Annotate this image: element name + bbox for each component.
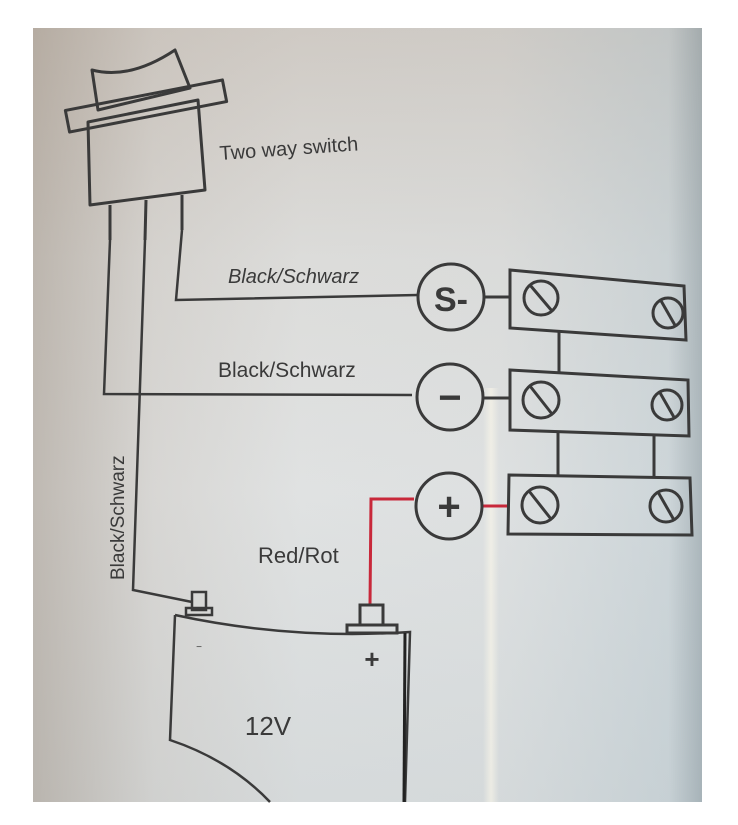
terminal-plus-symbol: + xyxy=(437,485,460,529)
s-wire-line xyxy=(174,229,419,302)
neg-wire-label: Black/Schwarz xyxy=(218,359,356,382)
neg-wire-line xyxy=(102,239,413,397)
switch-rocker xyxy=(90,48,192,112)
switch-body xyxy=(86,98,207,207)
battery-neg-post-base xyxy=(184,606,214,617)
screw-icon xyxy=(520,485,560,525)
battery-neg-wire-line xyxy=(131,239,193,604)
pos-wire-line xyxy=(368,497,414,606)
switch-leg-2 xyxy=(143,199,148,241)
switch-label: Two way switch xyxy=(219,133,359,165)
screw-icon xyxy=(521,380,561,420)
screw-icon xyxy=(522,279,560,317)
pos-wire-label: Red/Rot xyxy=(258,543,339,568)
terminal-block-3 xyxy=(506,473,694,537)
battery-voltage-label: 12V xyxy=(245,711,292,741)
battery-plus-symbol: + xyxy=(364,644,379,674)
terminal-block-1 xyxy=(508,268,688,342)
battery-pos-post xyxy=(358,603,385,627)
diagram-photo xyxy=(33,28,702,802)
light-glare xyxy=(483,388,499,802)
battery-right-edge xyxy=(402,632,407,803)
battery-minus-symbol: − xyxy=(196,642,202,653)
s-wire-label: Black/Schwarz xyxy=(228,266,359,288)
screw-icon xyxy=(648,488,684,524)
switch-flange xyxy=(63,78,229,134)
terminal-s-minus-symbol: S- xyxy=(434,281,468,319)
battery-pos-post-base xyxy=(345,623,399,635)
terminal-minus-symbol: − xyxy=(438,376,461,420)
battery-neg-wire-label: Black/Schwarz xyxy=(108,455,129,580)
battery-neg-post xyxy=(190,590,208,612)
screw-icon xyxy=(650,388,684,422)
screw-icon xyxy=(651,296,685,330)
terminal-plus-circle xyxy=(414,471,484,541)
terminal-block-2 xyxy=(508,368,691,438)
